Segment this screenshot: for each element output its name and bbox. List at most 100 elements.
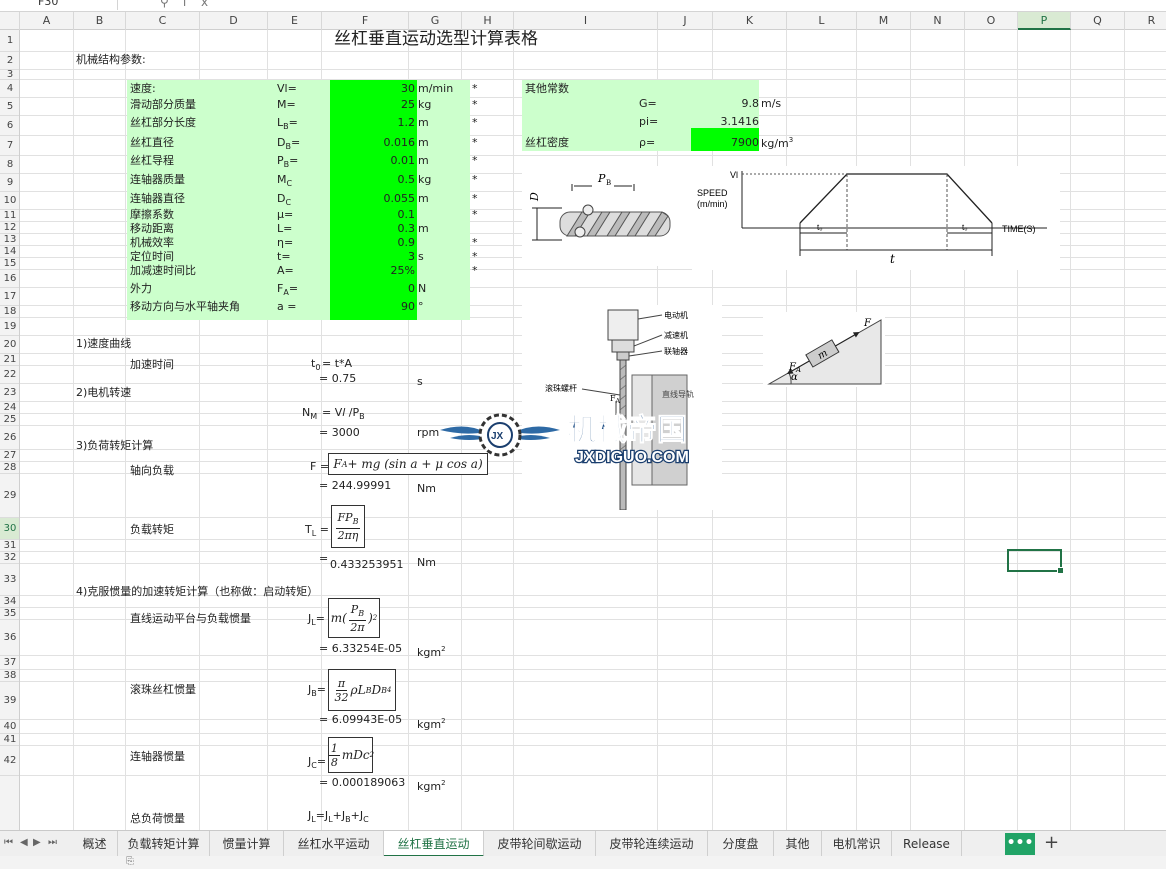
column-header[interactable]: K — [713, 12, 787, 30]
sheet-tab[interactable]: 丝杠垂直运动 — [384, 831, 484, 857]
column-header[interactable]: D — [200, 12, 268, 30]
param-value[interactable]: 0.9 — [397, 236, 416, 249]
macro-record-icon[interactable]: ⎘ — [126, 856, 134, 867]
rho-value[interactable]: 7900 — [731, 136, 759, 149]
row-header[interactable]: 8 — [0, 156, 19, 174]
row-header[interactable]: 1 — [0, 30, 19, 52]
fx-icon[interactable]: ⚲fx — [160, 0, 222, 10]
more-sheets-button[interactable]: ••• — [1005, 833, 1035, 855]
row-header[interactable]: 9 — [0, 174, 19, 192]
j-coupling-value[interactable]: = 0.000189063 — [319, 776, 406, 789]
row-header[interactable]: 38 — [0, 670, 19, 682]
row-header[interactable]: 15 — [0, 258, 19, 270]
column-header[interactable]: H — [462, 12, 514, 30]
row-header[interactable]: 4 — [0, 80, 19, 98]
row-header[interactable]: 14 — [0, 246, 19, 258]
param-value[interactable]: 0 — [408, 282, 415, 295]
row-header[interactable]: 23 — [0, 384, 19, 402]
param-value[interactable]: 1.2 — [397, 116, 416, 129]
row-header[interactable]: 21 — [0, 354, 19, 366]
sheet-tab[interactable]: 概述 — [72, 831, 118, 857]
row-header[interactable]: 16 — [0, 270, 19, 288]
param-value[interactable]: 3 — [408, 250, 415, 263]
row-header[interactable]: 18 — [0, 306, 19, 318]
sheet-tab[interactable]: 电机常识 — [822, 831, 892, 857]
select-all-corner[interactable] — [0, 12, 20, 30]
row-header[interactable]: 22 — [0, 366, 19, 384]
row-header[interactable]: 36 — [0, 620, 19, 656]
row-header[interactable]: 34 — [0, 596, 19, 608]
param-value[interactable]: 0.055 — [383, 192, 416, 205]
row-header[interactable]: 25 — [0, 414, 19, 426]
param-value[interactable]: 90 — [401, 300, 415, 313]
param-value[interactable]: 0.1 — [397, 208, 416, 221]
row-header[interactable]: 31 — [0, 540, 19, 552]
row-header[interactable]: 17 — [0, 288, 19, 306]
column-header[interactable]: P — [1018, 12, 1071, 30]
j-linear-value[interactable]: = 6.33254E-05 — [319, 642, 403, 655]
column-header[interactable]: I — [514, 12, 658, 30]
column-header[interactable]: B — [74, 12, 126, 30]
param-value[interactable]: 0.5 — [397, 173, 416, 186]
nm-value[interactable]: = 3000 — [319, 426, 360, 439]
row-header[interactable]: 29 — [0, 474, 19, 518]
column-header[interactable]: Q — [1071, 12, 1125, 30]
column-header[interactable]: J — [658, 12, 713, 30]
row-header[interactable]: 26 — [0, 426, 19, 450]
column-header[interactable]: A — [20, 12, 74, 30]
param-value[interactable]: 25% — [390, 264, 415, 277]
column-header[interactable]: N — [911, 12, 965, 30]
row-header[interactable]: 37 — [0, 656, 19, 670]
sheet-tab[interactable]: 皮带轮间歇运动 — [484, 831, 596, 857]
last-sheet-icon[interactable]: ⏭ — [48, 837, 57, 848]
next-sheet-icon[interactable]: ▶ — [33, 837, 41, 848]
column-header[interactable]: M — [857, 12, 911, 30]
pi-value[interactable]: 3.1416 — [720, 115, 760, 128]
param-value[interactable]: 0.016 — [383, 136, 416, 149]
param-value[interactable]: 0.01 — [390, 154, 416, 167]
selected-cell[interactable] — [1007, 549, 1064, 574]
row-header[interactable]: 10 — [0, 192, 19, 210]
j-screw-value[interactable]: = 6.09943E-05 — [319, 713, 403, 726]
row-header[interactable]: 11 — [0, 210, 19, 222]
search-icon[interactable]: ⚲ — [160, 0, 183, 9]
param-value[interactable]: 25 — [401, 98, 415, 111]
sheet-tab[interactable]: 其他 — [774, 831, 822, 857]
row-header[interactable]: 5 — [0, 98, 19, 116]
column-header[interactable]: F — [322, 12, 409, 30]
row-header[interactable]: 24 — [0, 402, 19, 414]
name-box[interactable]: F30 — [0, 0, 118, 10]
row-header[interactable]: 12 — [0, 222, 19, 234]
column-header[interactable]: R — [1125, 12, 1166, 30]
row-header[interactable]: 2 — [0, 52, 19, 70]
axial-load-value[interactable]: = 244.99991 — [319, 479, 392, 492]
row-header[interactable]: 30 — [0, 518, 19, 540]
g-value[interactable]: 9.8 — [741, 97, 760, 110]
row-header[interactable]: 42 — [0, 746, 19, 776]
tl-value[interactable]: 0.433253951 — [330, 558, 404, 571]
row-header[interactable]: 27 — [0, 450, 19, 462]
row-header[interactable]: 39 — [0, 682, 19, 720]
t0-value[interactable]: = 0.75 — [319, 372, 357, 385]
param-value[interactable]: 0.3 — [397, 222, 416, 235]
column-header[interactable]: O — [965, 12, 1018, 30]
row-header[interactable]: 32 — [0, 552, 19, 564]
row-header[interactable]: 35 — [0, 608, 19, 620]
row-header[interactable]: 6 — [0, 116, 19, 136]
prev-sheet-icon[interactable]: ◀ — [20, 837, 28, 848]
column-header[interactable]: L — [787, 12, 857, 30]
column-header[interactable]: C — [126, 12, 200, 30]
sheet-tab[interactable]: Release — [892, 831, 962, 857]
column-header[interactable]: E — [268, 12, 322, 30]
sheet-tab[interactable]: 丝杠水平运动 — [284, 831, 384, 857]
row-header[interactable]: 13 — [0, 234, 19, 246]
column-header[interactable]: G — [409, 12, 462, 30]
row-header[interactable]: 28 — [0, 462, 19, 474]
sheet-tab[interactable]: 负载转矩计算 — [118, 831, 210, 857]
fx-label[interactable]: fx — [182, 0, 223, 9]
row-header[interactable]: 33 — [0, 564, 19, 596]
row-header[interactable]: 40 — [0, 720, 19, 734]
row-header[interactable]: 20 — [0, 336, 19, 354]
sheet-tab[interactable]: 分度盘 — [708, 831, 774, 857]
